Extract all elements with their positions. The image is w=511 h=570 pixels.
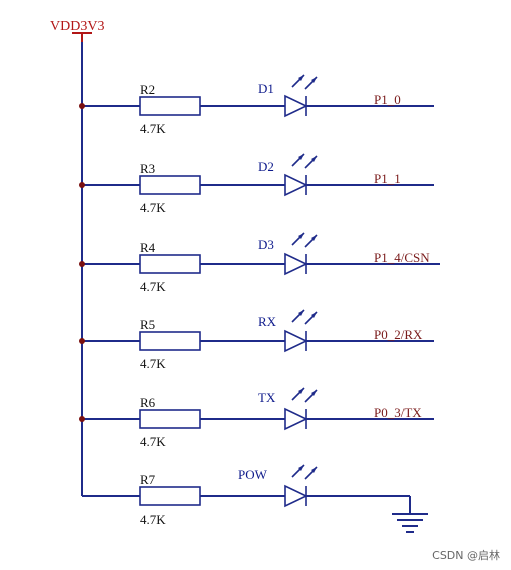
power-label: VDD3V3 [50, 19, 104, 34]
net-label: P0_2/RX [374, 327, 423, 342]
junction-dot [79, 338, 85, 344]
junction-dot [79, 261, 85, 267]
led-row-2: R4 4.7K D3 P1_4/CSN [79, 232, 440, 294]
resistor-r4 [139, 254, 201, 274]
led-triangle [284, 252, 308, 276]
watermark: CSDN @启林 [432, 548, 500, 562]
net-label: P1_1 [374, 171, 401, 186]
led-triangle [284, 484, 308, 508]
resistor-value: 4.7K [140, 434, 166, 449]
led-row-0: R2 4.7K D1 P1_0 [79, 74, 434, 136]
diode-designator: POW [238, 467, 268, 482]
resistor-designator: R3 [140, 161, 155, 176]
net-label: P1_0 [374, 92, 401, 107]
led-emission-arrows [291, 309, 318, 325]
led-row-4: R6 4.7K TX P0_3/TX [79, 387, 434, 449]
led-row-1: R3 4.7K D2 P1_1 [79, 153, 434, 215]
net-label: P1_4/CSN [374, 250, 430, 265]
ground-icon [392, 496, 428, 533]
led-emission-arrows [291, 74, 318, 90]
resistor-value: 4.7K [140, 279, 166, 294]
junction-dot [79, 416, 85, 422]
diode-designator: RX [258, 314, 277, 329]
diode-designator: D3 [258, 237, 274, 252]
net-label: P0_3/TX [374, 405, 422, 420]
led-emission-arrows [291, 232, 318, 248]
resistor-r7 [139, 486, 201, 506]
diode-designator: D1 [258, 81, 274, 96]
resistor-value: 4.7K [140, 356, 166, 371]
led-triangle [284, 407, 308, 431]
led-triangle [284, 94, 308, 118]
resistor-r2 [139, 96, 201, 116]
led-row-3: R5 4.7K RX P0_2/RX [79, 309, 434, 371]
led-triangle [284, 329, 308, 353]
resistor-designator: R4 [140, 240, 156, 255]
resistor-designator: R6 [140, 395, 156, 410]
diode-designator: TX [258, 390, 276, 405]
junction-dot [79, 182, 85, 188]
resistor-r3 [139, 175, 201, 195]
resistor-value: 4.7K [140, 121, 166, 136]
resistor-designator: R2 [140, 82, 155, 97]
led-emission-arrows [291, 153, 318, 169]
resistor-designator: R7 [140, 472, 156, 487]
led-emission-arrows [291, 464, 318, 480]
led-row-5: R7 4.7K POW [139, 464, 410, 527]
led-emission-arrows [291, 387, 318, 403]
junction-dot [79, 103, 85, 109]
resistor-value: 4.7K [140, 512, 166, 527]
resistor-value: 4.7K [140, 200, 166, 215]
led-triangle [284, 173, 308, 197]
resistor-r6 [139, 409, 201, 429]
diode-designator: D2 [258, 159, 274, 174]
resistor-designator: R5 [140, 317, 155, 332]
resistor-r5 [139, 331, 201, 351]
